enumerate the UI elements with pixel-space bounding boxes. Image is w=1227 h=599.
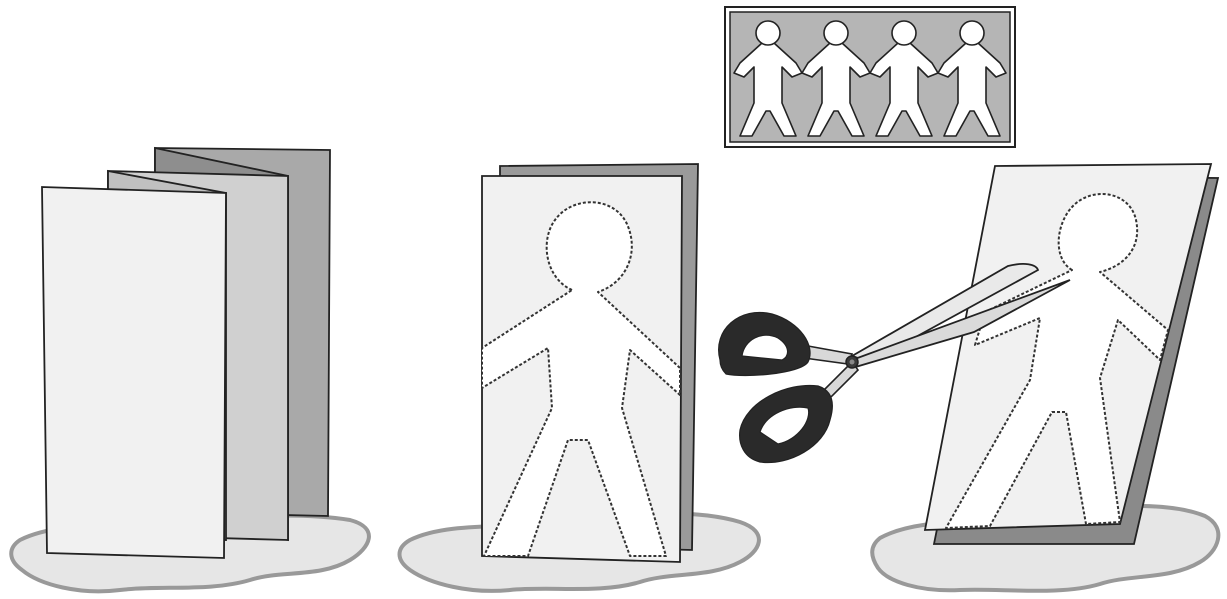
panel-front bbox=[42, 187, 226, 558]
paper-doll-head bbox=[756, 21, 780, 45]
paper-doll-head bbox=[892, 21, 916, 45]
scissors-pivot-inner bbox=[850, 360, 855, 365]
step-2-outline-drawn bbox=[400, 164, 759, 591]
scissors-handle-upper bbox=[719, 312, 810, 375]
paper-doll-head bbox=[960, 21, 984, 45]
paper-doll-head bbox=[824, 21, 848, 45]
scissors-shank-upper bbox=[804, 346, 852, 364]
step-3-cutting bbox=[719, 164, 1219, 591]
result-panel bbox=[725, 7, 1015, 147]
scissors-handle-lower bbox=[740, 385, 833, 462]
step-1-folded-paper bbox=[11, 148, 369, 591]
